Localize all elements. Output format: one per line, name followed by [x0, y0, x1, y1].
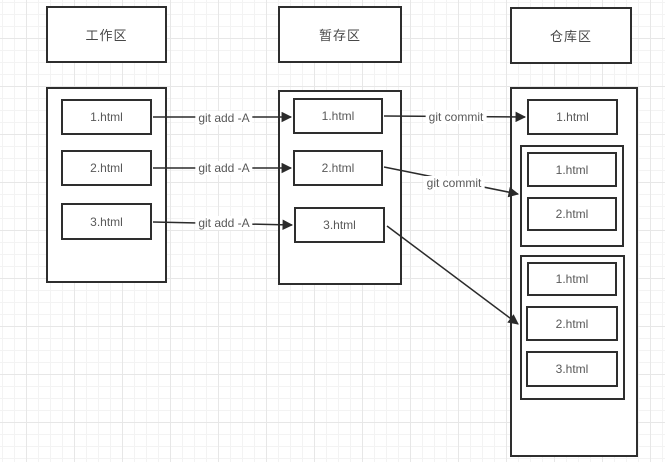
- working-file-2: 2.html: [61, 150, 152, 186]
- arrow-label-git-commit-2: git commit: [423, 176, 485, 190]
- staging-file-2: 2.html: [293, 150, 383, 186]
- arrow-label-git-add-1: git add -A: [195, 111, 253, 125]
- commit1-file-2: 2.html: [527, 197, 617, 231]
- repository-title-box: 仓库区: [510, 7, 632, 64]
- repository-head-file: 1.html: [527, 99, 618, 135]
- arrow-staging-to-commit2: [386, 225, 519, 325]
- arrow-label-git-add-2: git add -A: [195, 161, 253, 175]
- working-file-3: 3.html: [61, 203, 152, 240]
- staging-area-title-box: 暂存区: [278, 6, 402, 63]
- working-area-title-box: 工作区: [46, 6, 167, 63]
- arrow-label-git-add-3: git add -A: [195, 216, 253, 230]
- commit2-file-1: 1.html: [527, 262, 617, 296]
- staging-file-1: 1.html: [293, 98, 383, 134]
- staging-file-3: 3.html: [294, 207, 385, 243]
- working-file-1: 1.html: [61, 99, 152, 135]
- commit2-file-3: 3.html: [526, 351, 618, 387]
- commit2-file-2: 2.html: [526, 306, 618, 341]
- commit1-file-1: 1.html: [527, 152, 617, 187]
- arrow-label-git-commit-1: git commit: [425, 110, 487, 124]
